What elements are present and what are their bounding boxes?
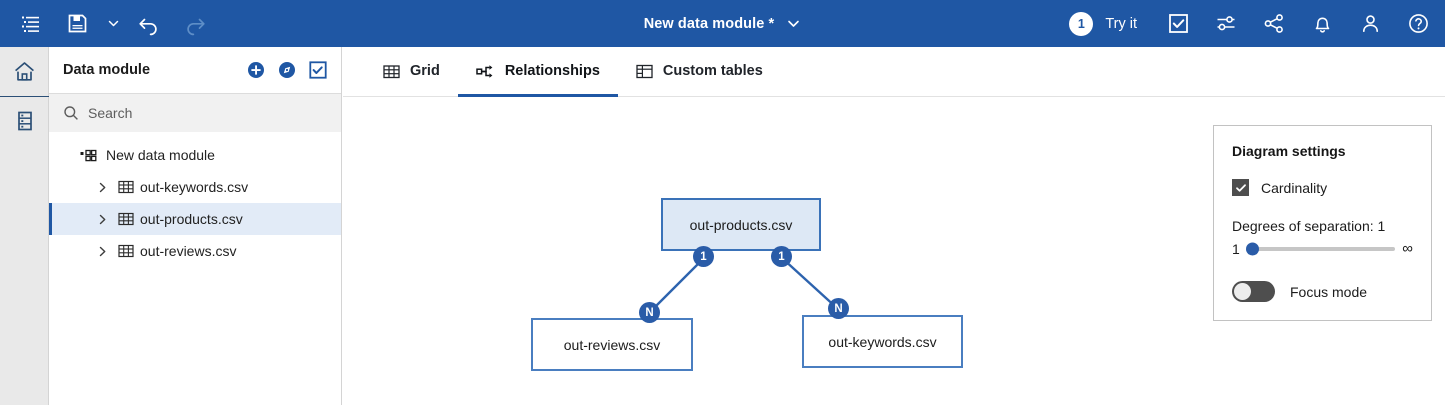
- module-title-dropdown[interactable]: New data module *: [644, 16, 802, 32]
- slider-max-label: ∞: [1402, 240, 1413, 257]
- redo-icon[interactable]: [172, 1, 218, 47]
- table-icon: [118, 211, 140, 227]
- slider-knob[interactable]: [1245, 242, 1259, 255]
- rail-item-home[interactable]: [0, 47, 49, 96]
- try-it-button[interactable]: Try it: [1105, 15, 1137, 32]
- explore-compass-icon[interactable]: [278, 61, 296, 79]
- notification-count-badge[interactable]: 1: [1069, 11, 1094, 36]
- left-navigation-rail: [0, 47, 49, 405]
- diagram-node-out-reviews[interactable]: out-reviews.csv: [531, 318, 693, 371]
- top-header-bar: New data module * 1 Try it: [0, 0, 1445, 47]
- slider-min-label: 1: [1232, 240, 1240, 257]
- table-icon: [118, 243, 140, 259]
- select-checkbox-icon[interactable]: [309, 61, 327, 79]
- view-tabs: Grid Relationships: [343, 47, 1445, 97]
- outline-list-icon[interactable]: [8, 1, 54, 47]
- rail-item-data[interactable]: [0, 96, 49, 145]
- add-circle-icon[interactable]: [247, 61, 265, 79]
- focus-mode-label: Focus mode: [1290, 283, 1368, 300]
- diagram-node-out-products[interactable]: out-products.csv: [661, 198, 821, 251]
- chevron-right-icon[interactable]: [96, 245, 118, 258]
- chevron-down-icon: [786, 16, 801, 31]
- sliders-options-icon[interactable]: [1203, 1, 1249, 47]
- node-label: out-products.csv: [689, 216, 793, 233]
- relationship-edges: [648, 257, 839, 314]
- main-content-area: Grid Relationships: [343, 47, 1445, 405]
- degrees-of-separation-slider[interactable]: 1 ∞: [1232, 240, 1413, 257]
- tree-item-label: out-products.csv: [140, 211, 243, 227]
- tab-label: Grid: [410, 63, 440, 79]
- tree-root-label: New data module: [106, 147, 215, 163]
- sidebar-header: Data module: [49, 47, 341, 94]
- help-question-icon[interactable]: [1395, 1, 1441, 47]
- cardinality-badge-keywords: N: [828, 298, 849, 319]
- data-module-sidebar: Data module: [49, 47, 342, 405]
- relationships-icon: [476, 63, 495, 80]
- chevron-right-icon[interactable]: [96, 213, 118, 226]
- cardinality-checkbox[interactable]: [1232, 179, 1249, 196]
- sidebar-title: Data module: [63, 62, 151, 78]
- module-icon: [80, 148, 97, 163]
- search-placeholder: Search: [88, 105, 133, 121]
- bell-notification-icon[interactable]: [1299, 1, 1345, 47]
- cardinality-badge-products-keywords: 1: [771, 246, 792, 267]
- search-icon: [63, 105, 79, 121]
- user-account-icon[interactable]: [1347, 1, 1393, 47]
- tab-label: Custom tables: [662, 63, 763, 79]
- cardinality-badge-products-reviews: 1: [693, 246, 714, 267]
- table-icon: [118, 179, 140, 195]
- data-server-icon: [14, 110, 36, 132]
- cardinality-setting-row[interactable]: Cardinality: [1232, 179, 1413, 196]
- tree-item-out-keywords[interactable]: out-keywords.csv: [49, 171, 341, 203]
- degrees-of-separation-label: Degrees of separation: 1: [1232, 218, 1386, 234]
- search-input[interactable]: Search: [49, 94, 341, 132]
- cardinality-label: Cardinality: [1261, 179, 1328, 196]
- focus-mode-row[interactable]: Focus mode: [1232, 281, 1413, 302]
- tree-item-out-reviews[interactable]: out-reviews.csv: [49, 235, 341, 267]
- diagram-settings-panel: Diagram settings Cardinality Degrees of …: [1213, 125, 1432, 321]
- tree-item-out-products[interactable]: out-products.csv: [49, 203, 341, 235]
- tab-custom-tables[interactable]: Custom tables: [618, 48, 781, 97]
- save-icon[interactable]: [54, 1, 100, 47]
- tree-item-label: out-reviews.csv: [140, 243, 237, 259]
- header-left-toolbar: [0, 1, 218, 47]
- grid-table-icon: [383, 63, 400, 80]
- module-tree: New data module out: [49, 132, 341, 267]
- tree-root-new-data-module[interactable]: New data module: [49, 139, 341, 171]
- tab-relationships[interactable]: Relationships: [457, 48, 618, 97]
- tab-label: Relationships: [504, 63, 600, 79]
- header-title-area: New data module *: [0, 0, 1445, 47]
- sidebar-actions: [247, 61, 327, 79]
- chevron-right-icon[interactable]: [96, 181, 118, 194]
- node-label: out-reviews.csv: [563, 336, 661, 353]
- checkbox-task-icon[interactable]: [1155, 1, 1201, 47]
- focus-mode-toggle[interactable]: [1232, 281, 1275, 302]
- tree-item-label: out-keywords.csv: [140, 179, 249, 195]
- diagram-node-out-keywords[interactable]: out-keywords.csv: [802, 315, 963, 368]
- custom-table-icon: [636, 63, 653, 80]
- undo-icon[interactable]: [126, 1, 172, 47]
- header-right-toolbar: 1 Try it: [1069, 0, 1441, 47]
- slider-track[interactable]: [1245, 242, 1396, 255]
- node-label: out-keywords.csv: [828, 333, 937, 350]
- toggle-knob: [1234, 283, 1251, 300]
- save-caret-icon[interactable]: [100, 1, 126, 47]
- share-icon[interactable]: [1251, 1, 1297, 47]
- tab-grid[interactable]: Grid: [365, 48, 458, 97]
- settings-title: Diagram settings: [1232, 143, 1346, 159]
- home-icon: [13, 60, 36, 83]
- page-title: New data module *: [643, 15, 775, 32]
- cardinality-badge-reviews: N: [639, 302, 660, 323]
